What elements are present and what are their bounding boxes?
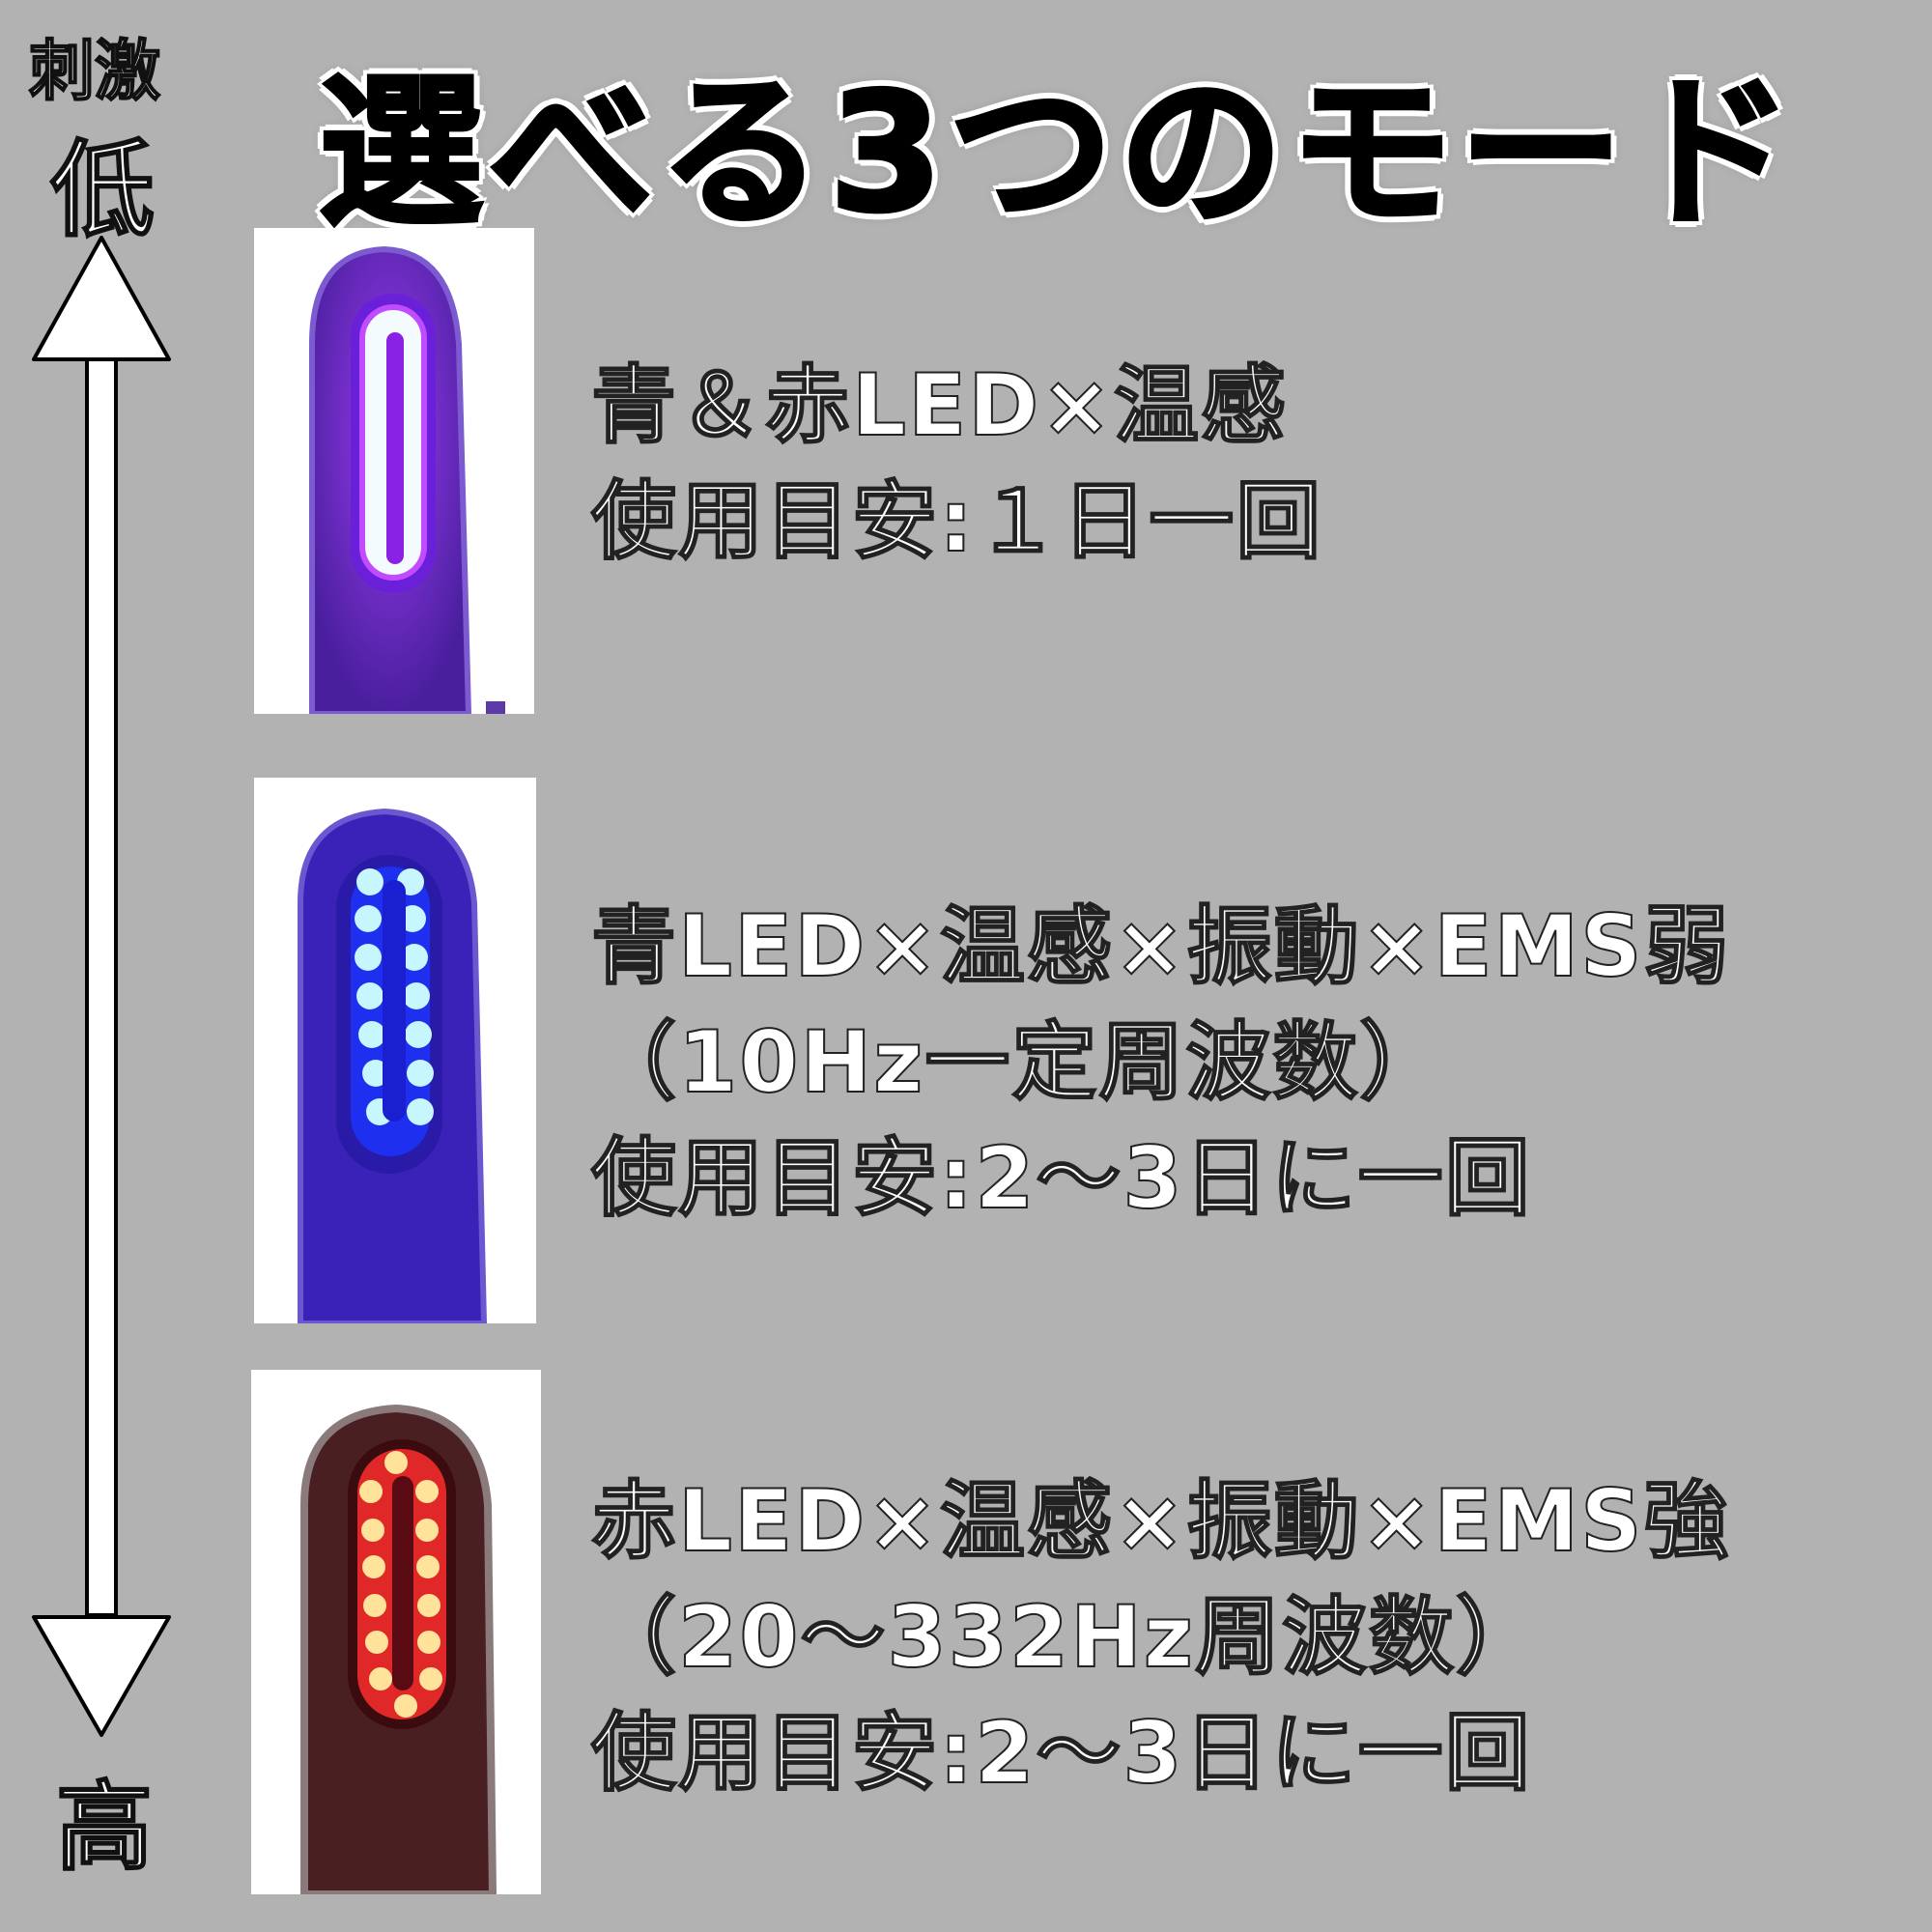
mode-2-features: 青LED×温感×振動×EMS弱 bbox=[590, 895, 1731, 997]
arrow-up-icon bbox=[32, 236, 171, 361]
arrow-down-icon bbox=[32, 1615, 171, 1737]
mode-3-description: 赤LED×温感×振動×EMS強 （20～332Hz周波数） 使用目安:2～3日に… bbox=[590, 1463, 1731, 1811]
intensity-axis bbox=[32, 236, 171, 1737]
mode-1-usage: 使用目安:１日一回 bbox=[590, 470, 1323, 572]
mode-1-features: 青＆赤LED×温感 bbox=[590, 355, 1288, 456]
mode-3-usage: 使用目安:2～3日に一回 bbox=[590, 1702, 1532, 1804]
mode-2-description: 青LED×温感×振動×EMS弱 （10Hz一定周波数） 使用目安:2～3日に一回 bbox=[590, 889, 1731, 1236]
mode-3-frequency: （20～332Hz周波数） bbox=[590, 1586, 1544, 1688]
high-label: 高 bbox=[55, 1770, 154, 1885]
mode-2-frequency: （10Hz一定周波数） bbox=[590, 1011, 1447, 1113]
low-label: 低 bbox=[49, 129, 156, 252]
page-title: 選べる3つのモード bbox=[317, 56, 1800, 251]
mode-1-description: 青＆赤LED×温感 使用目安:１日一回 bbox=[590, 348, 1323, 580]
mode-3-features: 赤LED×温感×振動×EMS強 bbox=[590, 1470, 1731, 1572]
blue-led-device-image bbox=[254, 778, 536, 1323]
red-led-device-image bbox=[251, 1370, 541, 1894]
stimulus-label: 刺激 bbox=[28, 33, 161, 111]
mode-2-usage: 使用目安:2～3日に一回 bbox=[590, 1127, 1532, 1229]
purple-led-device-image bbox=[254, 228, 534, 714]
